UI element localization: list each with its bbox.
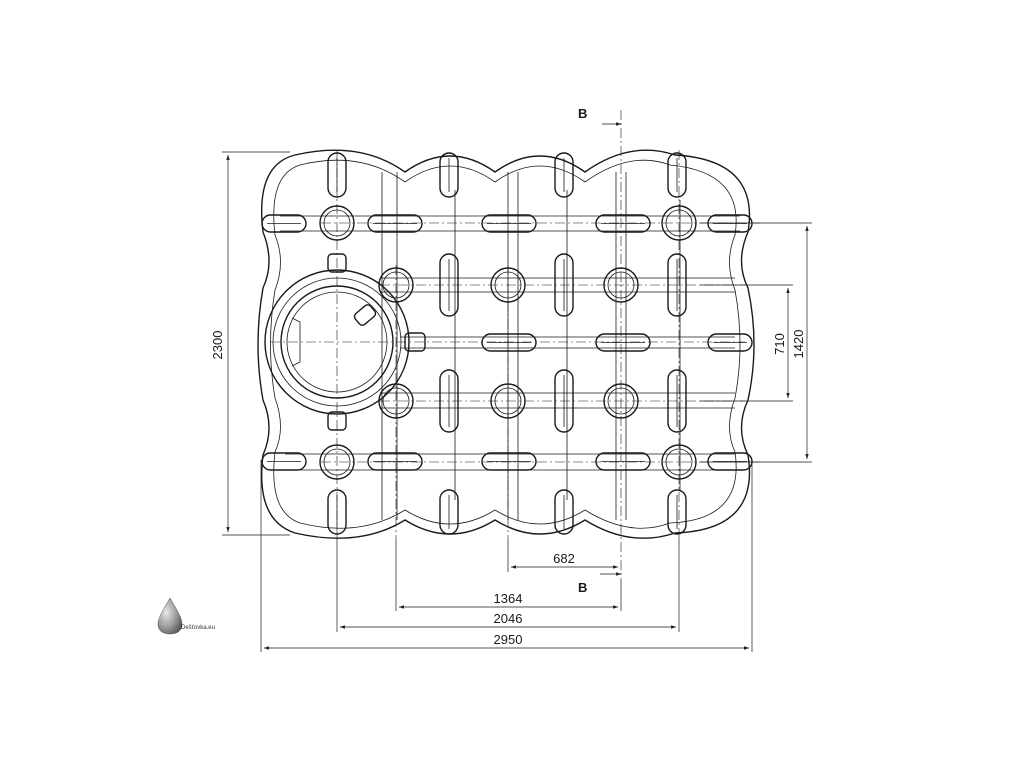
dimension-label-682: 682 — [553, 551, 575, 566]
section-b-marker-top: B — [578, 106, 621, 126]
horizontal-slots — [261, 214, 753, 471]
center-lines — [270, 110, 760, 580]
dimension-label-2300: 2300 — [210, 331, 225, 360]
dimension-label-2950: 2950 — [494, 632, 523, 647]
dimension-height-710: 710 — [700, 284, 793, 402]
dimension-height-2300: 2300 — [210, 151, 290, 536]
dimension-width-2046: 2046 — [336, 538, 680, 632]
brand-name: Dešťovka.eu — [181, 625, 215, 631]
dimension-label-1420: 1420 — [791, 330, 806, 359]
section-b-marker-bottom: B — [578, 572, 621, 595]
dimension-label-2046: 2046 — [494, 611, 523, 626]
dimension-label-710: 710 — [772, 333, 787, 355]
dimension-width-2950: 2950 — [260, 460, 753, 652]
brand-logo: Dešťovka.eu — [157, 597, 215, 635]
dimension-height-1420: 1420 — [700, 222, 812, 463]
water-drop-icon — [157, 597, 183, 635]
section-label-bottom: B — [578, 580, 587, 595]
dimension-width-682: 682 — [507, 540, 618, 572]
dimension-width-1364: 1364 — [395, 540, 622, 611]
section-label-top: B — [578, 106, 587, 121]
dimension-label-1364: 1364 — [494, 591, 523, 606]
